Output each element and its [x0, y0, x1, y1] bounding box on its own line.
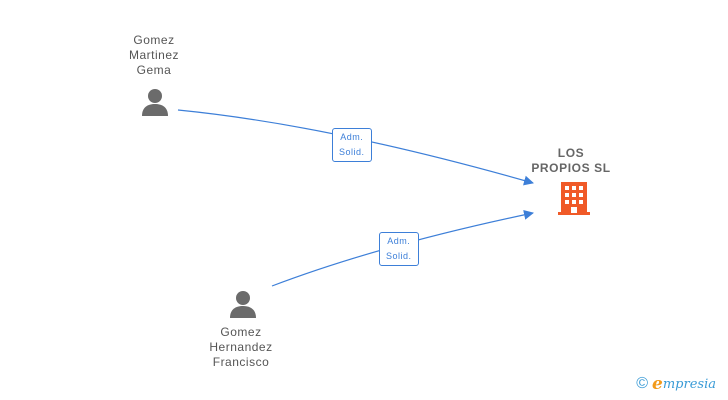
person-1-line-2: Martinez — [128, 48, 179, 62]
person-1-line-3: Gema — [136, 63, 172, 77]
edge-label-1[interactable]: Adm. Solid. — [332, 128, 372, 162]
edge-label-2[interactable]: Adm. Solid. — [379, 232, 419, 266]
person-node-1-label[interactable]: Gomez Martinez Gema — [118, 33, 190, 78]
edge-2-role-line-2: Solid. — [386, 251, 412, 261]
person-icon[interactable] — [228, 289, 258, 319]
company-line-1: LOS — [557, 146, 585, 160]
copyright-icon: © — [636, 375, 649, 392]
brand-name: mpresia — [662, 376, 716, 392]
person-icon[interactable] — [140, 87, 170, 117]
company-node-label[interactable]: LOS PROPIOS SL — [522, 146, 620, 176]
edge-1-role-line-2: Solid. — [339, 147, 365, 157]
person-1-line-1: Gomez — [133, 33, 175, 47]
company-line-2: PROPIOS SL — [531, 161, 611, 175]
brand-e: e — [652, 374, 663, 394]
person-node-2-label[interactable]: Gomez Hernandez Francisco — [198, 325, 284, 370]
empresia-logo[interactable]: © e mpresia — [636, 374, 716, 394]
building-icon[interactable] — [557, 180, 591, 216]
edge-1-role-line-1: Adm. — [340, 132, 364, 142]
person-2-line-3: Francisco — [212, 355, 270, 369]
person-2-line-1: Gomez — [220, 325, 262, 339]
edge-2-role-line-1: Adm. — [387, 236, 411, 246]
person-2-line-2: Hernandez — [209, 340, 273, 354]
